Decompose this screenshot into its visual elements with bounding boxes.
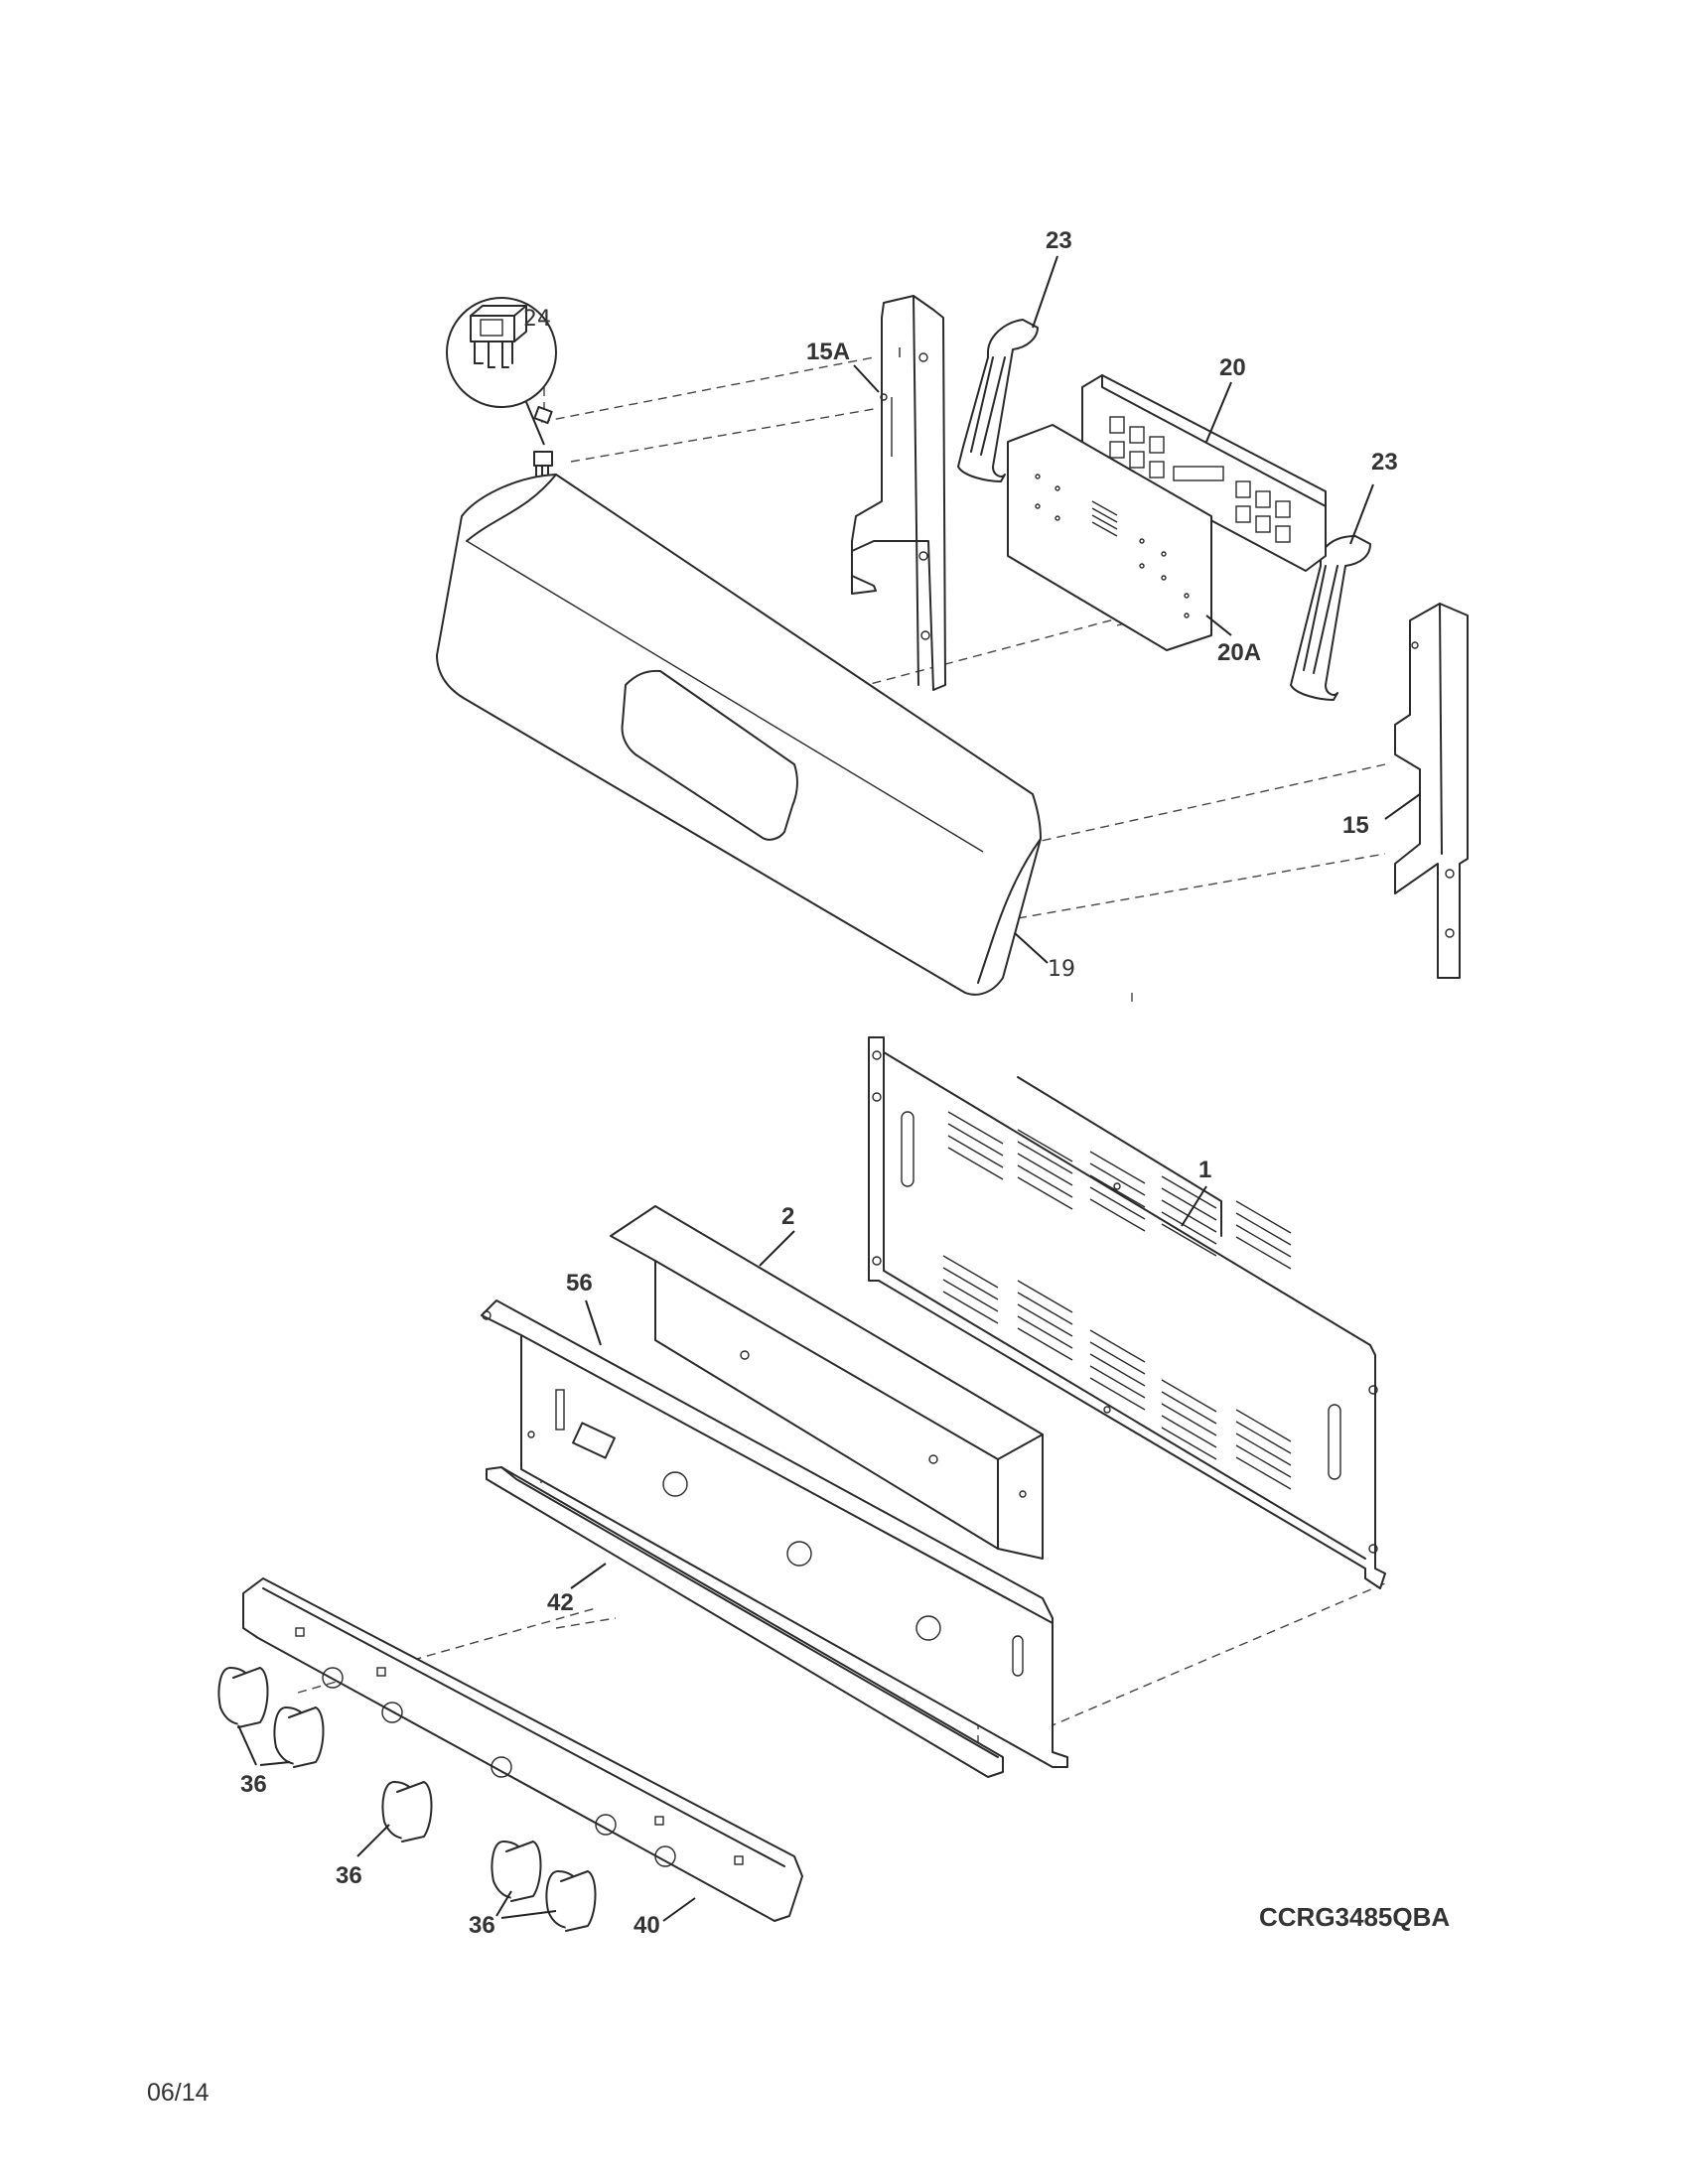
callout-23-top: 23	[1046, 227, 1072, 254]
part-56-manifold-bracket	[481, 1299, 1068, 1768]
callout-19: 19	[1048, 957, 1075, 982]
part-42-trim-strip	[486, 1466, 1004, 1778]
callout-24: 24	[523, 307, 551, 332]
louver-vents	[942, 1111, 1292, 1490]
part-20A-overlay	[1007, 424, 1212, 651]
callout-15A: 15A	[806, 339, 850, 365]
callout-56: 56	[566, 1270, 593, 1297]
knob-2	[273, 1706, 325, 1768]
model-code: CCRG3485QBA	[1259, 1902, 1450, 1932]
knob-3	[381, 1781, 433, 1843]
knob-1	[217, 1667, 269, 1728]
part-40-knob-panel	[242, 1577, 803, 1922]
callout-20A: 20A	[1217, 639, 1261, 666]
part-19-control-panel	[436, 405, 1042, 996]
part-2-heat-shield	[610, 1205, 1044, 1560]
callout-2: 2	[781, 1203, 794, 1230]
knob-4	[491, 1841, 542, 1902]
callout-1: 1	[1198, 1157, 1211, 1183]
callout-42: 42	[547, 1589, 574, 1616]
date-code: 06/14	[147, 2079, 210, 2107]
callout-40: 40	[633, 1912, 660, 1939]
callout-23-right: 23	[1371, 449, 1398, 476]
part-24-rocker-switch	[446, 297, 557, 478]
callout-36-right: 36	[469, 1912, 495, 1939]
part-1-rear-panel	[868, 1036, 1386, 1589]
part-23-right-bracket	[1290, 535, 1371, 701]
projection-lines-upper	[540, 356, 1386, 919]
part-36-knobs	[217, 1667, 597, 1932]
knob-5	[545, 1870, 597, 1932]
leaders-lower	[237, 1185, 1207, 1922]
callout-15: 15	[1342, 812, 1369, 839]
part-15A-left-bracket	[851, 295, 946, 691]
leaders-upper	[853, 255, 1421, 964]
part-15-right-bracket	[1394, 603, 1469, 979]
callout-20: 20	[1219, 354, 1246, 381]
callout-36-middle: 36	[336, 1862, 362, 1889]
part-23-left-bracket	[957, 319, 1039, 482]
callout-36-left: 36	[240, 1771, 267, 1798]
